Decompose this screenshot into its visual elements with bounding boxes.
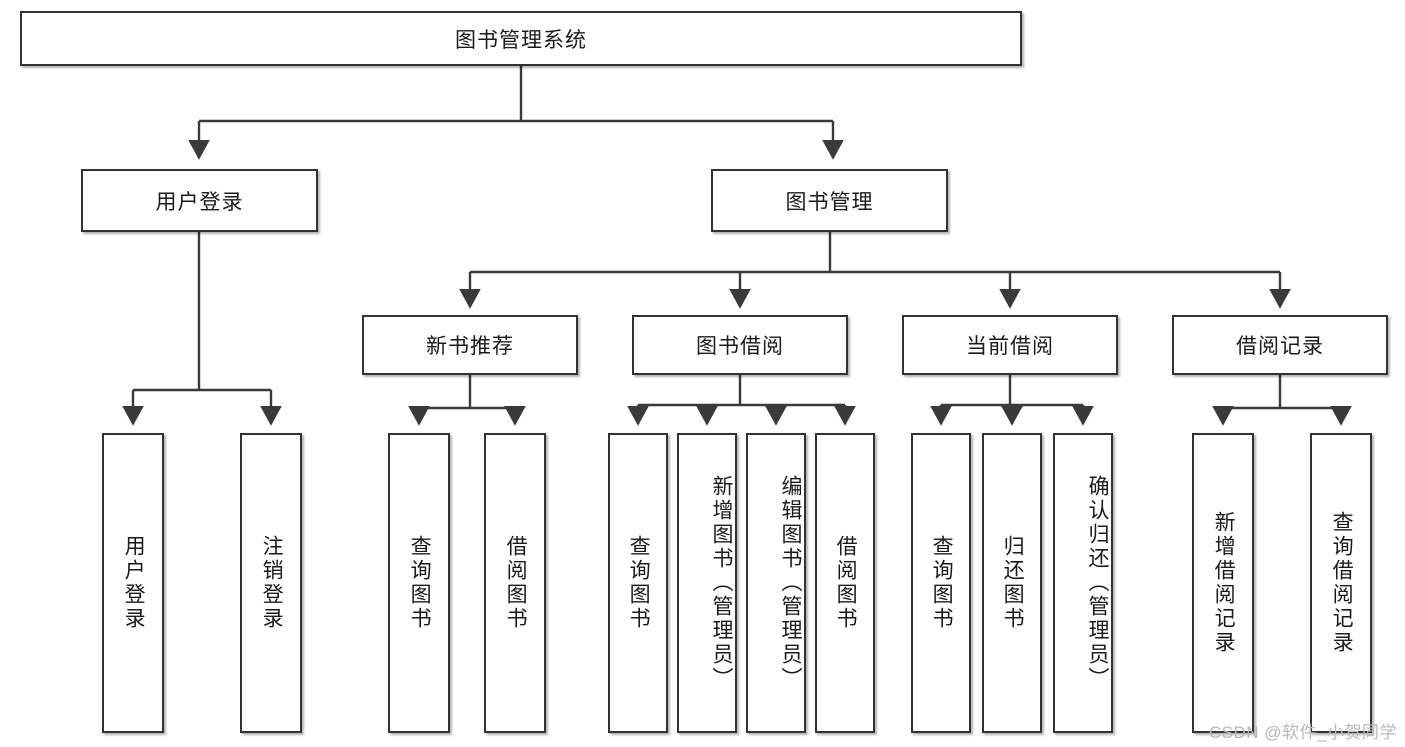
leaf-return-book[interactable]: 归还图书	[982, 433, 1042, 733]
leaf-edit-book-admin[interactable]: 编辑图书（管理员）	[746, 433, 806, 733]
leaf-query-book-borrow[interactable]: 查询图书	[608, 433, 668, 733]
leaf-borrow-book-recommendation[interactable]: 借阅图书	[484, 433, 546, 733]
leaf-query-borrow-record[interactable]: 查询借阅记录	[1310, 433, 1372, 733]
node-book-management[interactable]: 图书管理	[711, 169, 948, 232]
leaf-borrow-book[interactable]: 借阅图书	[815, 433, 875, 733]
leaf-query-book-recommendation[interactable]: 查询图书	[388, 433, 450, 733]
leaf-add-book-admin[interactable]: 新增图书（管理员）	[677, 433, 737, 733]
leaf-query-book-current[interactable]: 查询图书	[911, 433, 971, 733]
node-borrow-records[interactable]: 借阅记录	[1172, 315, 1388, 375]
node-new-book-recommendation[interactable]: 新书推荐	[362, 315, 578, 375]
leaf-add-borrow-record[interactable]: 新增借阅记录	[1192, 433, 1254, 733]
node-user-login[interactable]: 用户登录	[81, 169, 318, 232]
leaf-confirm-return-admin[interactable]: 确认归还（管理员）	[1053, 433, 1113, 733]
node-book-borrow[interactable]: 图书借阅	[632, 315, 848, 375]
leaf-user-login[interactable]: 用户登录	[102, 433, 164, 733]
node-current-borrow[interactable]: 当前借阅	[902, 315, 1118, 375]
node-root[interactable]: 图书管理系统	[20, 11, 1022, 66]
csdn-watermark: CSDN @软件_小贺同学	[1208, 723, 1397, 742]
leaf-logout[interactable]: 注销登录	[240, 433, 302, 733]
